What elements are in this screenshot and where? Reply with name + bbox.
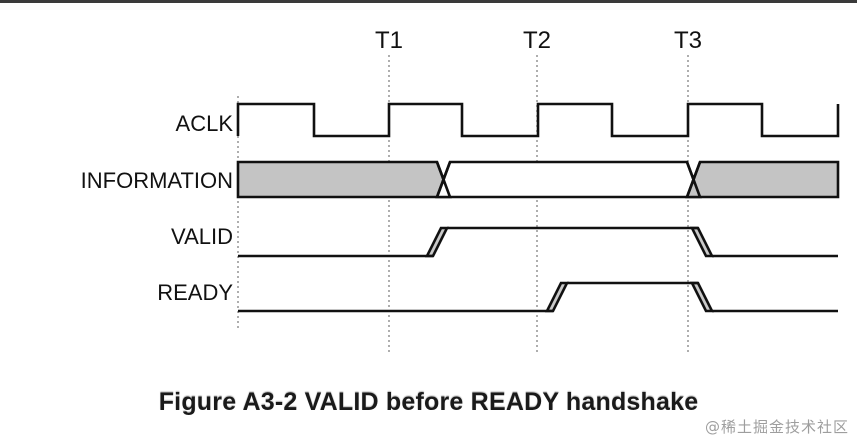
waveform-information-segment-invalid-1 (236, 160, 452, 199)
waveform-ready-rise-ramp (544, 281, 570, 313)
figure-caption: Figure A3-2 VALID before READY handshake (158, 388, 699, 416)
time-marker-label-t3: T3 (674, 27, 702, 54)
waveform-information-crossing-1 (435, 161, 452, 198)
waveform-ready (238, 281, 838, 313)
time-marker-label-t2: T2 (523, 27, 551, 54)
signal-label-aclk: ACLK (176, 111, 234, 136)
time-marker-label-t1: T1 (375, 27, 403, 54)
signal-label-information: INFORMATION (81, 168, 233, 193)
waveform-valid-rise-ramp (424, 226, 450, 258)
signal-label-valid: VALID (171, 224, 233, 249)
waveform-aclk (236, 102, 840, 138)
waveform-information-crossing-2 (685, 161, 702, 198)
signal-label-ready: READY (157, 280, 233, 305)
waveform-information-segment-valid (435, 160, 702, 199)
waveform-ready-fall-ramp (689, 281, 715, 313)
waveform-valid-fall-ramp (689, 226, 715, 258)
watermark-text: @稀土掘金技术社区 (704, 418, 849, 436)
top-border-band (0, 0, 857, 3)
timing-diagram-canvas: T1 T2 T3 ACLK INFORMATION VALID READY (81, 27, 840, 352)
waveform-information-segment-invalid-2 (685, 160, 840, 199)
waveform-valid (238, 226, 838, 258)
